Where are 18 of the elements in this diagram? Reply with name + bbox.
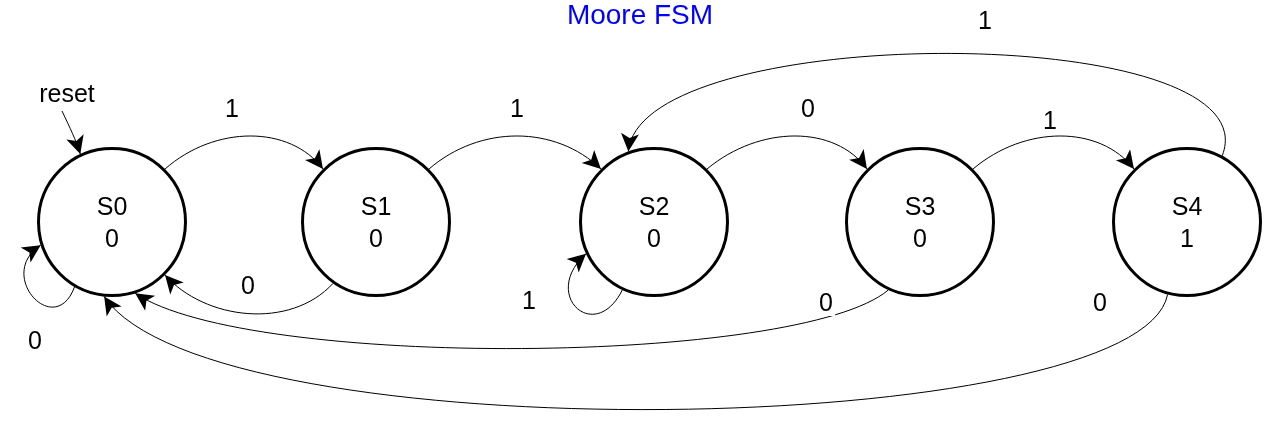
- state-output: 0: [369, 223, 383, 254]
- state-name: S3: [904, 191, 936, 222]
- state-name: S1: [360, 191, 392, 222]
- state-name: S2: [638, 191, 670, 222]
- transition-arrow: [21, 244, 75, 308]
- state-output: 0: [913, 223, 927, 254]
- reset-label: reset: [28, 76, 106, 110]
- transition-arrow: [567, 253, 623, 315]
- transition-arrow: [428, 135, 602, 170]
- transition-arrow: [164, 274, 334, 315]
- diagram-title: Moore FSM: [565, 0, 715, 30]
- transition-arrow: [164, 135, 324, 170]
- state-output: 0: [105, 223, 119, 254]
- state-output: 0: [647, 223, 661, 254]
- leader-arrow: [61, 110, 84, 155]
- state-name: S4: [1171, 191, 1203, 222]
- state-output: 1: [1180, 223, 1194, 254]
- state-name: S0: [96, 191, 128, 222]
